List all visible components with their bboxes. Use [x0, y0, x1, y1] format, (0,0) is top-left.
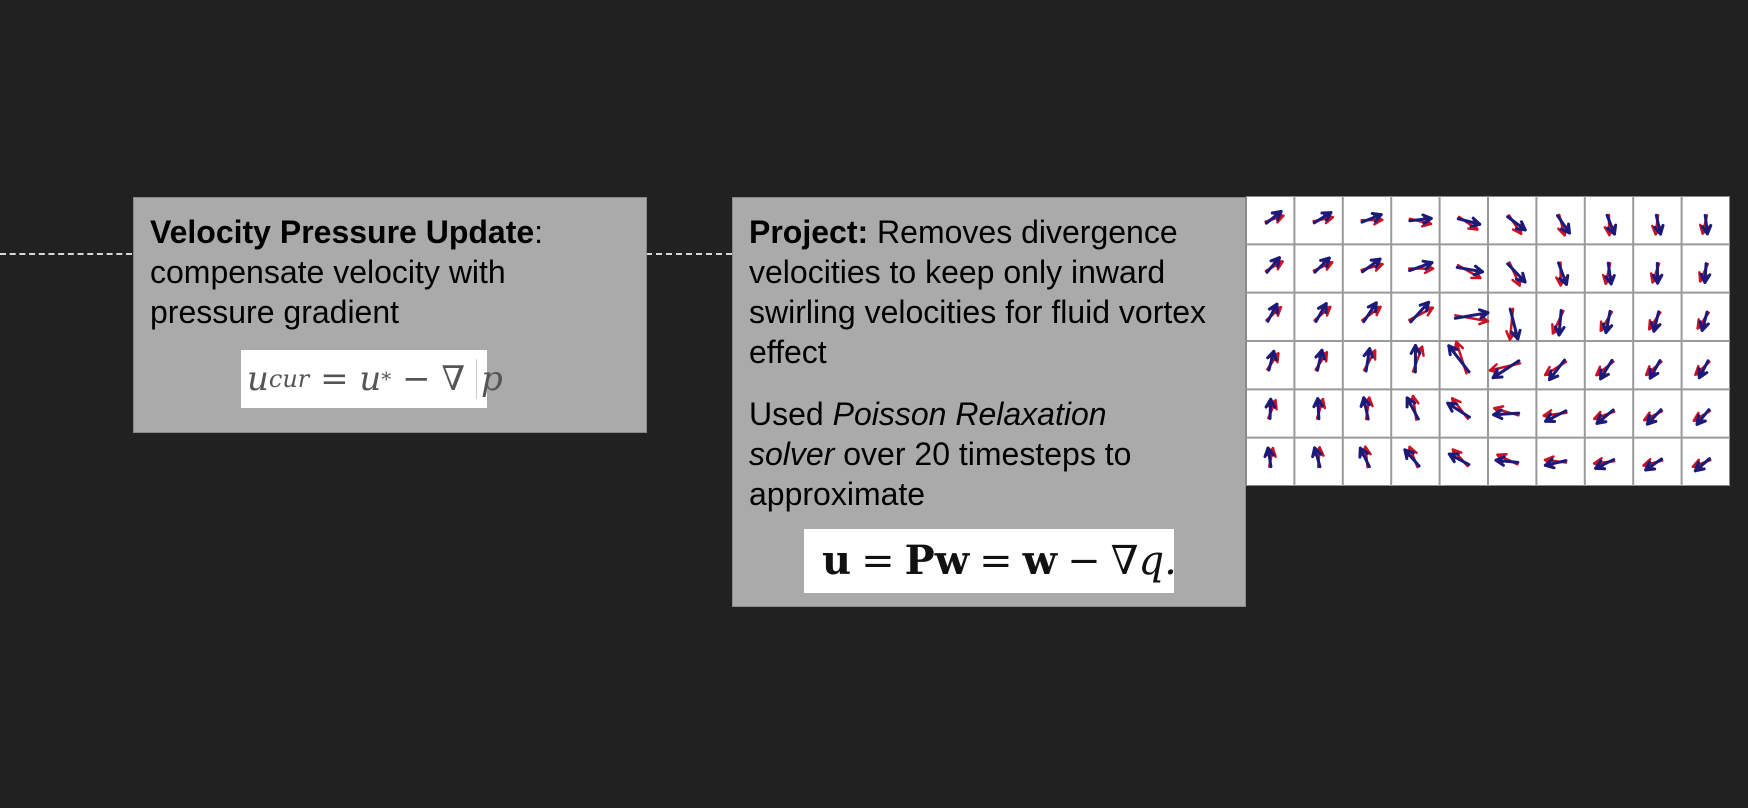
- vector-arrow-blue: [1455, 264, 1485, 277]
- vector-arrow-blue: [1314, 348, 1326, 372]
- vector-arrow-blue: [1644, 457, 1664, 472]
- vector-arrow-blue: [1506, 262, 1527, 284]
- vector-arrow-blue: [1362, 347, 1375, 373]
- eq2-nabla: ∇: [1110, 538, 1139, 584]
- vector-arrow-blue: [1693, 457, 1711, 473]
- vector-arrow-blue: [1362, 301, 1378, 324]
- velocity-box-title: Velocity Pressure Update: [150, 214, 535, 250]
- vector-arrow-blue: [1648, 359, 1662, 380]
- vector-arrow-blue: [1494, 455, 1520, 467]
- vector-arrow-blue: [1547, 358, 1566, 382]
- eq2-eq2: =: [979, 538, 1013, 584]
- vector-arrow-blue: [1698, 310, 1710, 332]
- eq1-sub: cur: [268, 365, 310, 393]
- vector-arrow-blue: [1553, 308, 1566, 337]
- vector-arrow-blue: [1358, 446, 1371, 469]
- project-box-body: Removes divergence velocities to keep on…: [749, 214, 1207, 370]
- vector-arrow-blue: [1312, 397, 1325, 421]
- vector-arrow-blue: [1651, 261, 1664, 285]
- projection-equation: u=Pw=w−∇q.: [804, 529, 1174, 593]
- eq2-eq1: =: [861, 538, 895, 584]
- vector-arrow-blue: [1359, 396, 1372, 421]
- vector-arrow-blue: [1408, 259, 1434, 273]
- vector-arrow-blue: [1699, 262, 1712, 284]
- vector-arrow-blue: [1405, 396, 1420, 421]
- vector-arrow-blue: [1604, 261, 1616, 286]
- vector-arrow-blue: [1543, 457, 1568, 470]
- vector-arrow-blue: [1653, 213, 1665, 236]
- vector-arrow-blue: [1360, 257, 1382, 274]
- velocity-box-colon: :: [534, 214, 544, 250]
- vector-arrow-blue: [1266, 349, 1278, 372]
- vector-arrow-blue: [1544, 409, 1568, 423]
- eq2-w: w: [1022, 537, 1058, 584]
- eq1-p: p: [475, 359, 503, 399]
- vector-arrow-blue: [1311, 446, 1323, 469]
- eq2-pw: Pw: [904, 537, 970, 584]
- velocity-box-text: Velocity Pressure Update: compensate velo…: [150, 212, 630, 332]
- poisson-method: Poisson Relaxation solver: [749, 396, 1107, 472]
- vector-arrow-blue: [1492, 408, 1521, 421]
- vector-arrow-blue: [1265, 256, 1281, 274]
- vector-arrow-blue: [1605, 213, 1618, 236]
- connector-left: [0, 253, 132, 255]
- project-box: Project: Removes divergence velocities t…: [732, 197, 1246, 607]
- vector-arrow-blue: [1456, 216, 1482, 228]
- vector-arrow-blue: [1595, 408, 1615, 425]
- vector-arrow-blue: [1491, 359, 1521, 380]
- vector-arrow-blue: [1650, 310, 1662, 333]
- vector-arrow-blue: [1263, 446, 1276, 469]
- vector-arrow-blue: [1697, 359, 1710, 380]
- vector-arrow-blue: [1594, 458, 1616, 471]
- connector-middle: [646, 253, 732, 255]
- vector-arrow-blue: [1360, 211, 1383, 224]
- used-suffix: over 20 timesteps to approximate: [749, 436, 1132, 512]
- eq2-q: q.: [1138, 538, 1174, 584]
- vector-arrow-blue: [1409, 344, 1422, 374]
- vector-arrow-blue: [1266, 302, 1279, 323]
- eq1-equals: =: [309, 359, 360, 399]
- eq2-u: u: [822, 537, 852, 584]
- eq1-u: u: [247, 359, 269, 399]
- vector-arrow-blue: [1408, 213, 1433, 226]
- project-box-used-text: Used Poisson Relaxation solver over 20 t…: [749, 394, 1189, 514]
- vector-arrow-blue: [1264, 397, 1277, 420]
- vector-arrow-blue: [1446, 401, 1471, 419]
- vector-arrow-blue: [1447, 344, 1471, 374]
- project-box-title: Project:: [749, 214, 869, 250]
- vector-arrow-blue: [1645, 408, 1663, 426]
- vector-arrow-blue: [1700, 213, 1713, 236]
- eq1-star: *: [381, 367, 392, 391]
- vector-arrow-blue: [1313, 256, 1331, 274]
- vector-arrow-blue: [1264, 209, 1283, 225]
- vector-arrow-blue: [1695, 408, 1711, 426]
- vector-arrow-blue: [1453, 308, 1490, 320]
- velocity-pressure-update-box: Velocity Pressure Update: compensate velo…: [133, 197, 647, 433]
- vector-arrow-blue: [1403, 448, 1421, 468]
- vector-field-grid: [1246, 196, 1730, 486]
- vector-arrow-blue: [1555, 214, 1571, 235]
- eq1-minus-nabla: − ∇: [391, 359, 476, 399]
- vector-arrow-blue: [1599, 358, 1614, 381]
- vector-arrow-blue: [1312, 211, 1333, 225]
- velocity-box-body: compensate velocity with pressure gradie…: [150, 254, 506, 330]
- vector-arrow-blue: [1557, 261, 1570, 286]
- vector-arrow-blue: [1506, 215, 1527, 232]
- project-box-text: Project: Removes divergence velocities t…: [749, 212, 1219, 372]
- vector-arrow-blue: [1447, 452, 1471, 467]
- vector-arrow-blue: [1409, 300, 1431, 324]
- eq2-minus: −: [1067, 538, 1101, 584]
- vector-arrow-blue: [1508, 307, 1522, 341]
- used-prefix: Used: [749, 396, 833, 432]
- vector-arrow-blue: [1314, 302, 1328, 323]
- vector-arrow-blue: [1601, 309, 1614, 335]
- eq1-rhs-u: u: [359, 359, 382, 399]
